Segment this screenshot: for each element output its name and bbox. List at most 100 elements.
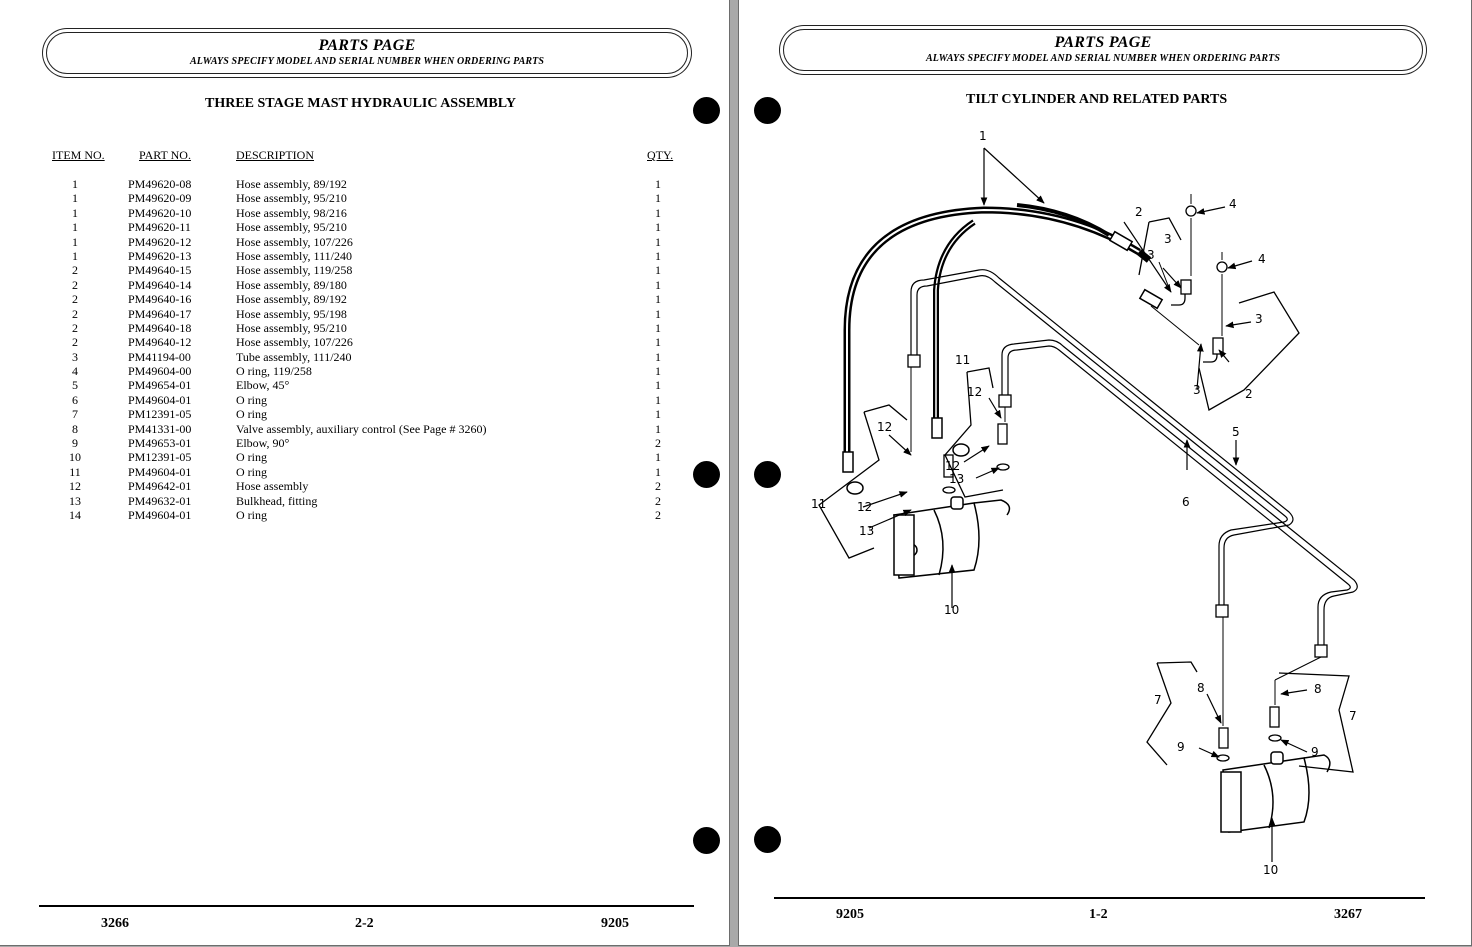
callout-4: 4 — [1229, 197, 1237, 211]
description-cell: Hose assembly, 95/210 — [236, 220, 347, 235]
left-page: PARTS PAGE ALWAYS SPECIFY MODEL AND SERI… — [0, 0, 730, 946]
callout-12: 12 — [967, 385, 982, 399]
table-row: 12 PM49642-01 Hose assembly 2 — [0, 479, 729, 493]
description-cell: Hose assembly, 111/240 — [236, 248, 352, 263]
qty-cell: 1 — [655, 364, 661, 379]
item-no-cell: 1 — [72, 205, 78, 220]
item-no-cell: 1 — [72, 177, 78, 191]
hose-fitting — [842, 230, 1164, 495]
qty-cell: 1 — [655, 277, 661, 292]
leader-lines — [1150, 194, 1223, 346]
item-no-cell: 2 — [72, 292, 78, 307]
description-cell: Hose assembly, 98/216 — [236, 205, 347, 220]
description-cell: Hose assembly, 89/192 — [236, 292, 347, 307]
qty-cell: 2 — [655, 479, 661, 494]
item-no-cell: 2 — [72, 277, 78, 292]
callout-13: 13 — [859, 524, 874, 538]
callout-labels: 1 2 3 3 3 4 4 3 2 11 12 12 13 11 12 12 1… — [811, 129, 1357, 877]
qty-cell: 1 — [655, 392, 661, 407]
right-page: PARTS PAGE ALWAYS SPECIFY MODEL AND SERI… — [738, 0, 1472, 946]
part-no-cell: PM12391-05 — [128, 407, 192, 422]
item-no-cell: 12 — [69, 479, 81, 494]
part-no-cell: PM49653-01 — [128, 436, 192, 451]
callout-9: 9 — [1311, 745, 1319, 759]
section-title: TILT CYLINDER AND RELATED PARTS — [966, 92, 1228, 107]
description-cell: Hose assembly, 89/192 — [236, 177, 347, 191]
description-cell: O ring — [236, 450, 267, 465]
description-cell: Hose assembly — [236, 479, 309, 494]
qty-cell: 1 — [655, 320, 661, 335]
callout-7: 7 — [1154, 693, 1162, 707]
description-cell: Hose assembly, 95/210 — [236, 320, 347, 335]
callout-4: 4 — [1258, 252, 1266, 266]
elbow-fitting — [1171, 205, 1228, 363]
item-no-cell: 4 — [72, 364, 78, 379]
banner-subtitle: ALWAYS SPECIFY MODEL AND SERIAL NUMBER W… — [189, 56, 545, 67]
description-cell: O ring — [236, 392, 267, 407]
description-cell: O ring — [236, 507, 267, 522]
item-no-cell: 2 — [72, 335, 78, 350]
description-cell: Elbow, 45° — [236, 378, 290, 393]
qty-cell: 1 — [655, 263, 661, 278]
part-no-cell: PM49640-15 — [128, 263, 192, 278]
hose-assembly-upper — [1016, 203, 1111, 237]
qty-cell: 1 — [655, 191, 661, 206]
callout-13: 13 — [949, 472, 964, 486]
item-no-cell: 2 — [72, 263, 78, 278]
description-cell: Hose assembly, 89/180 — [236, 277, 347, 292]
binder-hole-icon — [693, 827, 720, 854]
qty-cell: 1 — [655, 335, 661, 350]
banner-title: PARTS PAGE — [318, 37, 416, 54]
header-item-no: ITEM NO. — [52, 148, 105, 162]
part-no-cell: PM49620-08 — [128, 177, 192, 191]
part-no-cell: PM49640-16 — [128, 292, 192, 307]
description-cell: Hose assembly, 119/258 — [236, 263, 353, 278]
callout-3: 3 — [1255, 312, 1263, 326]
qty-cell: 1 — [655, 450, 661, 465]
item-no-cell: 7 — [72, 407, 78, 422]
callout-12: 12 — [857, 500, 872, 514]
valve-fitting — [942, 423, 1282, 762]
callout-11: 11 — [955, 353, 970, 367]
part-no-cell: PM49632-01 — [128, 493, 192, 508]
callout-9: 9 — [1177, 740, 1185, 754]
qty-cell: 1 — [655, 421, 661, 436]
description-cell: Hose assembly, 107/226 — [236, 335, 353, 350]
part-no-cell: PM49604-00 — [128, 364, 192, 379]
callout-5: 5 — [1232, 425, 1240, 439]
header-part-no: PART NO. — [139, 148, 191, 162]
binder-hole-icon — [693, 97, 720, 124]
part-no-cell: PM49604-01 — [128, 507, 192, 522]
part-no-cell: PM49620-09 — [128, 191, 192, 206]
footer-section-number: 2-2 — [355, 916, 374, 931]
part-no-cell: PM12391-05 — [128, 450, 192, 465]
part-no-cell: PM49604-01 — [128, 464, 192, 479]
footer-page-number: 3266 — [101, 916, 129, 931]
footer-rule — [39, 905, 694, 907]
callout-11: 11 — [811, 497, 826, 511]
item-no-cell: 14 — [69, 507, 81, 522]
qty-cell: 1 — [655, 248, 661, 263]
callout-3: 3 — [1147, 248, 1155, 262]
part-no-cell: PM49620-10 — [128, 205, 192, 220]
qty-cell: 2 — [655, 436, 661, 451]
qty-cell: 1 — [655, 349, 661, 364]
callout-3: 3 — [1193, 383, 1201, 397]
section-title: THREE STAGE MAST HYDRAULIC ASSEMBLY — [205, 96, 516, 111]
qty-cell: 1 — [655, 378, 661, 393]
qty-cell: 1 — [655, 177, 661, 191]
part-no-cell: PM41194-00 — [128, 349, 191, 364]
table-row: 2 PM49640-15 Hose assembly, 119/258 1 — [0, 263, 729, 277]
part-no-cell: PM49642-01 — [128, 479, 192, 494]
callout-3: 3 — [1164, 232, 1172, 246]
description-cell: Hose assembly, 107/226 — [236, 234, 353, 249]
